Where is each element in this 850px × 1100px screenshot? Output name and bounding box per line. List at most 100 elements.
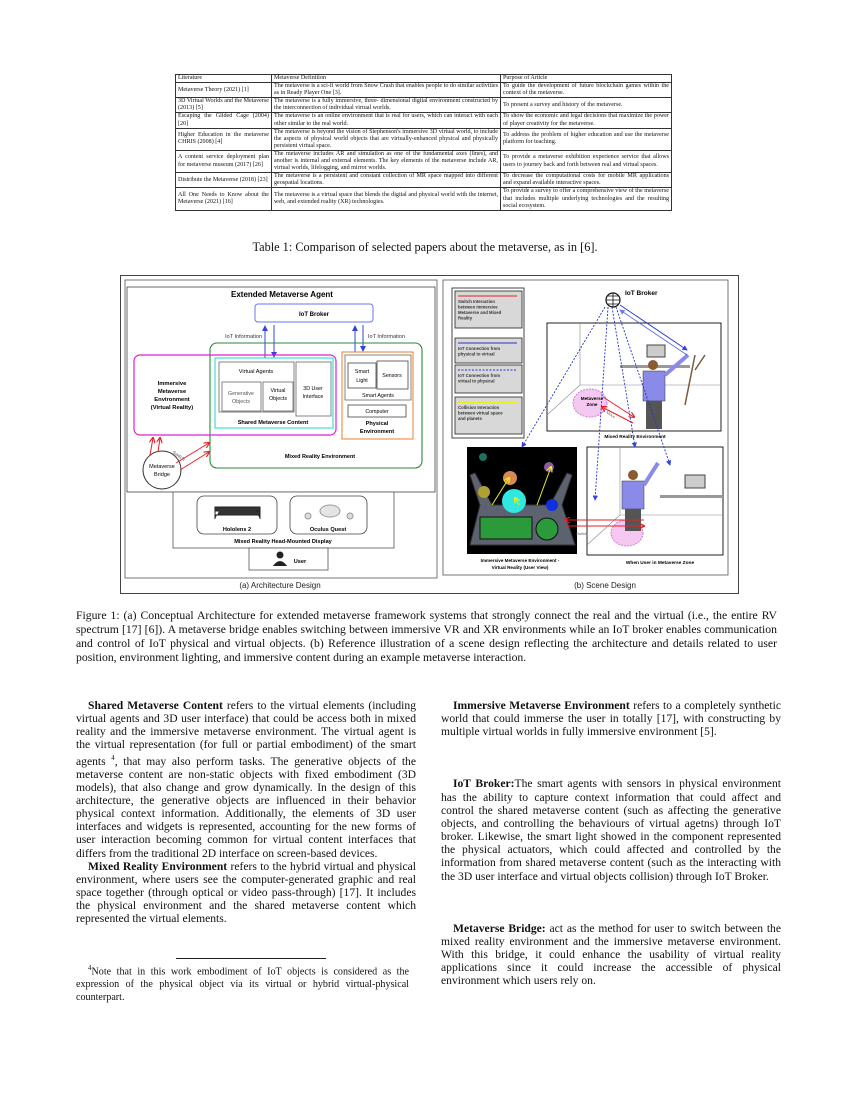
- iot-broker-label: IoT Broker: [625, 290, 658, 297]
- table-cell: To present a survey and history of the m…: [500, 97, 672, 114]
- footnote-text: Note that in this work embodiment of IoT…: [76, 966, 409, 1004]
- figure-1: Extended Metaverse Agent IoT Broker IoT …: [120, 275, 739, 594]
- legend-label: and planets: [458, 416, 482, 421]
- smart-light-label: Smart: [355, 369, 370, 375]
- legend-label: Reality: [458, 316, 473, 321]
- column-header: Metaverse Definition: [271, 73, 501, 84]
- generative-objects-label: Objects: [232, 399, 250, 405]
- subfigure-caption-a: (a) Architecture Design: [239, 581, 320, 590]
- footnote: 4Note that in this work embodiment of Io…: [76, 962, 409, 1004]
- physical-environment-box: [341, 351, 414, 440]
- legend-label: physical to virtual: [458, 352, 495, 357]
- vr-view-label: Immersive Metaverse Environment -: [481, 558, 560, 563]
- column-header: Purpose of Article: [500, 73, 672, 84]
- legend-label: between Immersive: [458, 305, 498, 310]
- move-label: Move: [605, 410, 617, 420]
- sensors-label: Sensors: [382, 373, 402, 379]
- table-row: 3D Virtual Worlds and the Metaverse (201…: [175, 97, 672, 114]
- table-cell: Distribute the Metaverse (2018) [23]: [175, 172, 272, 189]
- legend-label: IoT Connection from: [458, 346, 500, 351]
- mixed-reality-label: Mixed Reality Environment: [285, 454, 355, 460]
- column-header: Literature: [175, 73, 272, 84]
- smart-agents-label: Smart Agents: [362, 393, 394, 399]
- table-row: Escaping the Gilded Cage (2004) [20]The …: [175, 112, 672, 129]
- metaverse-zone-scene: [586, 446, 724, 556]
- legend-label: Metaverse and Mixed: [458, 310, 502, 315]
- computer-label: Computer: [365, 409, 388, 415]
- oculus-icon: [304, 504, 354, 520]
- hololens-icon: [214, 506, 261, 519]
- in-zone-label: When User in Metaverse Zone: [626, 560, 695, 566]
- metaverse-zone: [572, 388, 608, 418]
- table-cell: To show the economic and legal decisions…: [500, 112, 672, 129]
- user-label: User: [294, 559, 307, 565]
- user-box: [248, 547, 329, 571]
- paragraph-immersive: Immersive Metaverse Environment refers t…: [441, 699, 781, 738]
- hololens-label: Hololens 2: [223, 527, 251, 533]
- paragraph-text: refers to the hybrid virtual and physica…: [76, 859, 416, 926]
- 3d-ui-label: 3D User: [303, 386, 323, 392]
- table-row: Distribute the Metaverse (2018) [23]The …: [175, 172, 672, 189]
- immersive-label: Immersive: [158, 381, 187, 387]
- term: Shared Metaverse Content: [88, 699, 223, 712]
- hmd-box: [172, 491, 395, 549]
- comparison-table: Literature Metaverse Definition Purpose …: [175, 73, 672, 211]
- metaverse-bridge-circle: [142, 450, 182, 490]
- agent-title: Extended Metaverse Agent: [231, 290, 333, 299]
- paragraph-text: , that may also perform tasks. The gener…: [76, 754, 416, 860]
- term: Immersive Metaverse Environment: [453, 699, 630, 712]
- bridge-label: Bridge: [154, 472, 170, 478]
- person-icon: [642, 353, 690, 429]
- zone-label: Zone: [587, 402, 598, 407]
- table-cell: A content service deployment plan for me…: [175, 149, 272, 174]
- table-cell: To decrease the computational costs for …: [500, 172, 672, 189]
- table-cell: All One Needs to Know about the Metavers…: [175, 187, 272, 211]
- table-header-row: Literature Metaverse Definition Purpose …: [175, 73, 672, 84]
- table-cell: The metaverse is a virtual space that bl…: [271, 187, 501, 211]
- virtual-objects-label: Virtual: [271, 388, 286, 394]
- paragraph-iot-broker: IoT Broker:The smart agents with sensors…: [441, 777, 781, 882]
- subfigure-caption-b: (b) Scene Design: [574, 581, 636, 590]
- vr-view-label: Virtual Reality (User View): [492, 565, 549, 570]
- mixed-reality-label: Mixed Reality Environment: [604, 434, 666, 440]
- table-cell: The metaverse is a sci-fi world from Sno…: [271, 82, 501, 99]
- smart-light-label: Light: [356, 378, 368, 384]
- legend-label: virtual to physical: [458, 379, 495, 384]
- term: Metaverse Bridge:: [453, 921, 546, 935]
- iot-broker-label: IoT Broker: [299, 312, 330, 318]
- table-row: Higher Education in the metaverse CHRIS …: [175, 127, 672, 151]
- generative-objects-label: Generative: [228, 391, 254, 397]
- table-cell: The metaverse is an online environment t…: [271, 112, 501, 129]
- paragraph-text: refers to the virtual elements (includin…: [76, 699, 416, 768]
- term: IoT Broker:: [453, 777, 515, 791]
- footnote-ref[interactable]: 4: [111, 753, 115, 762]
- virtual-agents-label: Virtual Agents: [239, 369, 274, 375]
- table-cell: The metaverse is a fully immersive, thre…: [271, 97, 501, 114]
- paragraph-text: The smart agents with sensors in physica…: [441, 777, 781, 883]
- immersive-label: (Virtual Reality): [151, 405, 193, 411]
- table-cell: The metaverse is beyond the vision of St…: [271, 127, 501, 151]
- legend-label: Collision Interaction: [458, 405, 500, 410]
- table-cell: The metaverse is a persistent and consta…: [271, 172, 501, 189]
- switch-label: Switch: [576, 531, 588, 536]
- table-cell: Metaverse Theory (2021) [1]: [175, 82, 272, 99]
- hmd-label: Mixed Reality Head-Mounted Display: [234, 539, 332, 545]
- table-row: A content service deployment plan for me…: [175, 149, 672, 174]
- table-cell: The metaverse includes AR and simulation…: [271, 149, 501, 174]
- immersive-box: [133, 354, 337, 436]
- table-cell: 3D Virtual Worlds and the Metaverse (201…: [175, 97, 272, 114]
- table-row: Metaverse Theory (2021) [1]The metaverse…: [175, 82, 672, 99]
- table-cell: To provide a survey to offer a comprehen…: [500, 187, 672, 211]
- right-column: Immersive Metaverse Environment refers t…: [441, 699, 781, 988]
- physical-environment-label: Environment: [360, 429, 394, 435]
- iot-info-label: IoT Information: [368, 334, 405, 340]
- user-icon: [273, 551, 287, 566]
- shared-content-label: Shared Metaverse Content: [238, 420, 309, 426]
- oculus-label: Oculus Quest: [310, 527, 347, 533]
- table-cell: To address the problem of higher educati…: [500, 127, 672, 151]
- mixed-reality-scene: [546, 322, 722, 432]
